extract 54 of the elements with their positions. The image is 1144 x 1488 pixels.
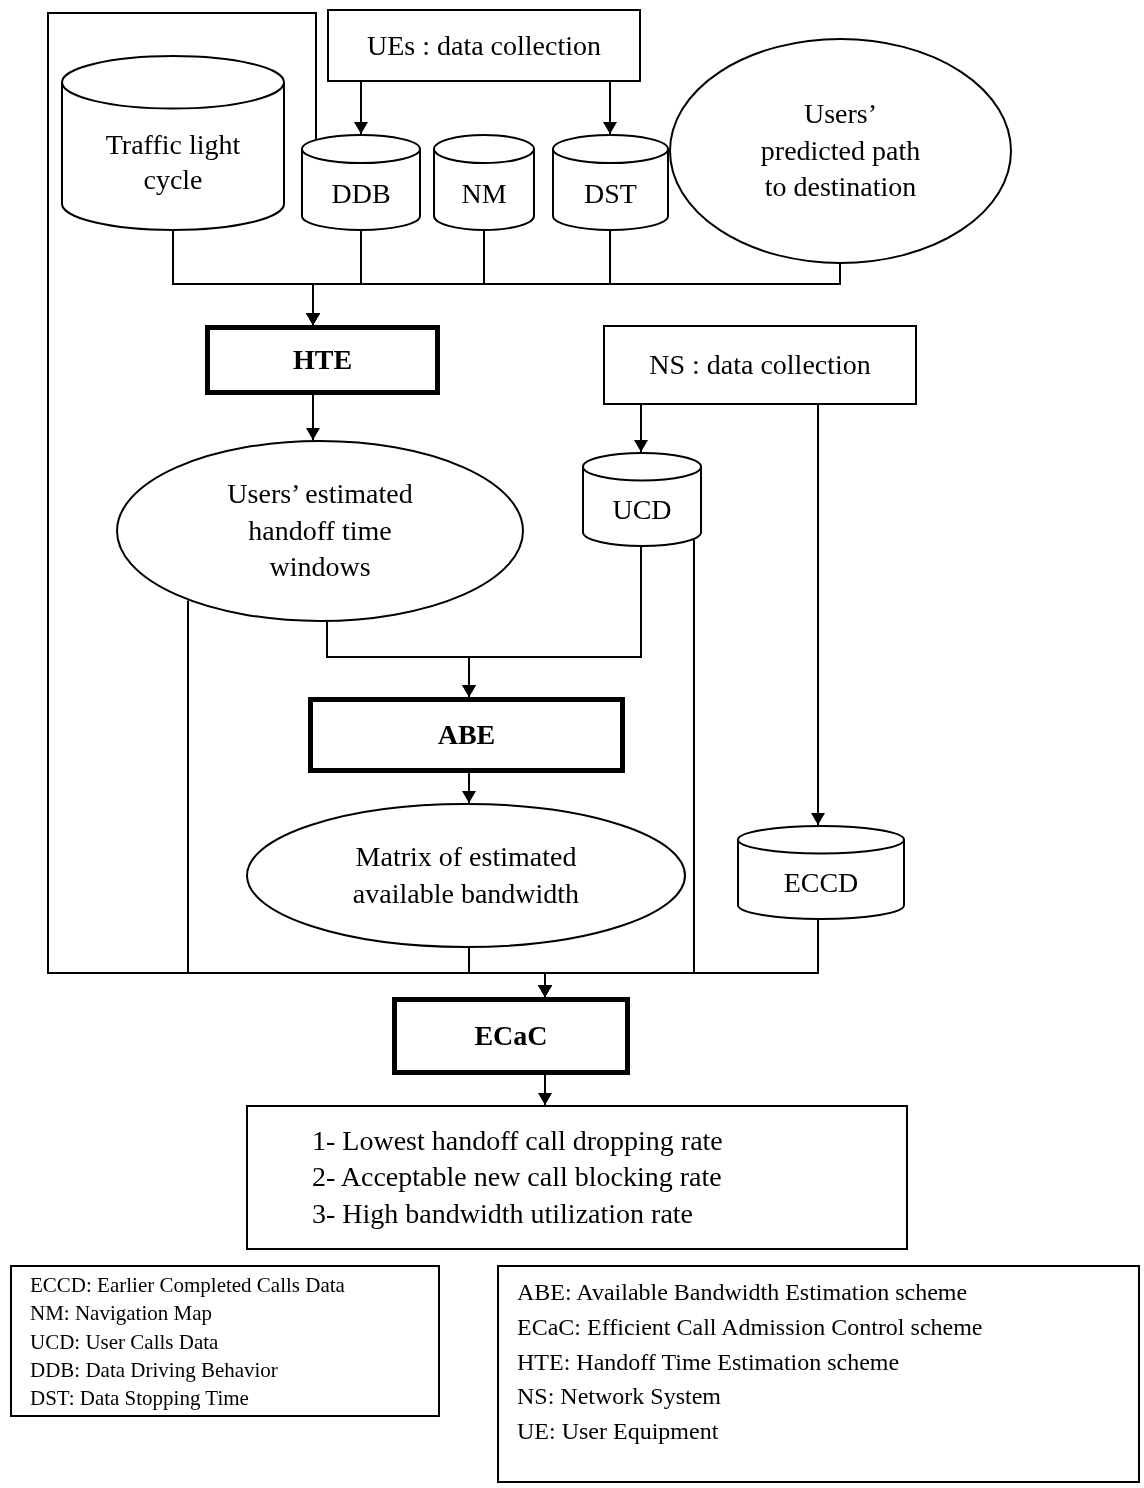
process-box [308, 697, 625, 773]
database-cylinder [61, 55, 285, 231]
database-cylinder [737, 825, 905, 920]
arrow [306, 394, 320, 442]
legend-entry: UE: User Equipment [517, 1417, 720, 1447]
legend-box [497, 1265, 1140, 1483]
ellipse-node [669, 38, 1012, 264]
arrow [306, 263, 841, 326]
arrow [634, 404, 648, 453]
arrow [538, 919, 819, 998]
node-label: UCD [612, 493, 672, 528]
arrow [462, 546, 642, 698]
node-label: ECaC [474, 1019, 548, 1053]
node-label: Users’ estimated handoff time windows [226, 477, 414, 585]
result-item: 1- Lowest handoff call dropping rate [312, 1123, 724, 1158]
node-label: Users’ predicted path to destination [759, 97, 922, 205]
result-box [246, 1105, 908, 1250]
arrow [811, 404, 825, 826]
database-cylinder [552, 134, 669, 231]
node-label: ECCD [783, 866, 859, 901]
process-box [205, 325, 440, 395]
ellipse-node [116, 440, 524, 622]
node-label: DST [584, 176, 637, 211]
result-item: 2- Acceptable new call blocking rate [312, 1160, 723, 1195]
node-label: NS : data collection [649, 348, 871, 382]
legend-box [10, 1265, 440, 1417]
node-label: UEs : data collection [366, 28, 601, 63]
node-label: Matrix of estimated available bandwidth [351, 840, 581, 911]
legend-entry: HTE: Handoff Time Estimation scheme [517, 1347, 901, 1377]
database-cylinder [301, 134, 421, 231]
database-cylinder [582, 452, 702, 547]
database-cylinder [433, 134, 535, 231]
ellipse-node [246, 803, 686, 948]
arrow [354, 81, 368, 135]
legend-entry: UCD: User Calls Data [30, 1328, 220, 1356]
process-box [327, 9, 641, 82]
legend-entry: NM: Navigation Map [30, 1300, 213, 1328]
arrow [538, 1074, 552, 1106]
arrow [462, 772, 476, 804]
legend-entry: ECaC: Efficient Call Admission Control scheme [517, 1312, 984, 1342]
legend-entry: ABE: Available Bandwidth Estimation scheme [517, 1278, 969, 1307]
node-label: Traffic light cycle [104, 128, 242, 198]
node-label: HTE [292, 343, 353, 377]
node-label: NM [461, 176, 507, 211]
process-box [392, 997, 630, 1075]
legend-entry: ECCD: Earlier Completed Calls Data [30, 1272, 346, 1299]
legend-entry: DST: Data Stopping Time [30, 1385, 250, 1413]
legend-entry: NS: Network System [517, 1382, 722, 1412]
result-item: 3- High bandwidth utilization rate [312, 1196, 695, 1231]
process-box [603, 325, 917, 405]
legend-entry: DDB: Data Driving Behavior [30, 1357, 279, 1385]
arrow [603, 81, 617, 135]
node-label: DDB [331, 176, 391, 211]
node-label: ABE [437, 718, 496, 752]
